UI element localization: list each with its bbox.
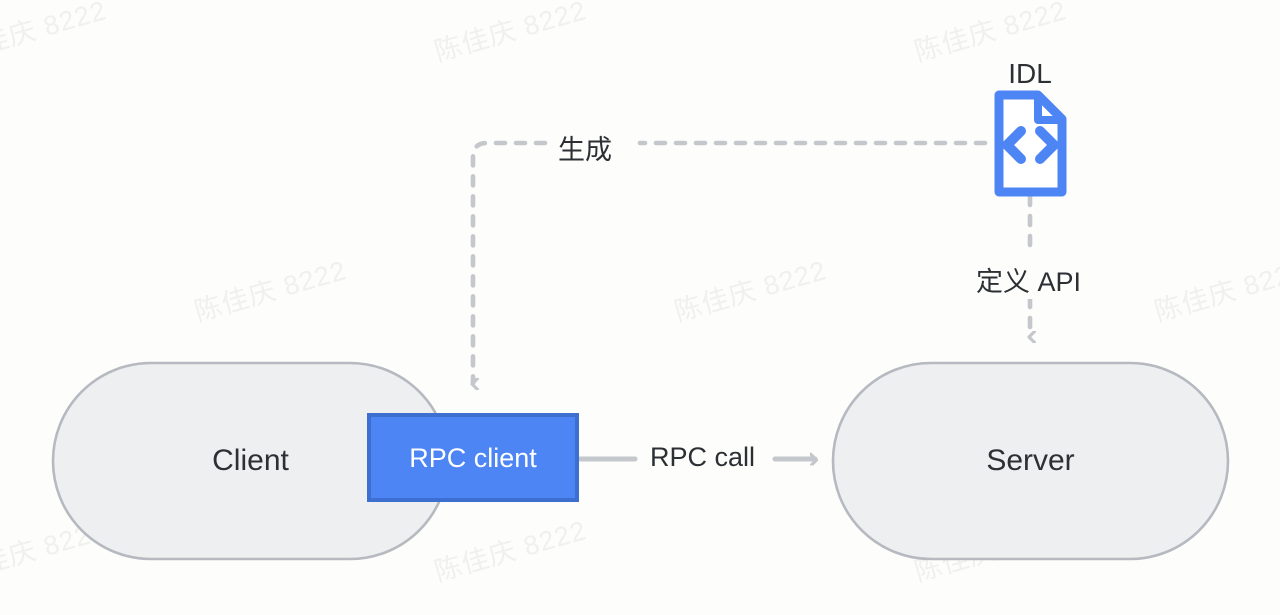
edge-label-generate: 生成 bbox=[550, 128, 620, 167]
node-server-label: Server bbox=[986, 444, 1075, 477]
edge-label-define-api: 定义 API bbox=[968, 260, 1090, 299]
code-file-icon[interactable] bbox=[994, 90, 1067, 197]
node-rpc-client-shape[interactable] bbox=[367, 413, 579, 502]
edge-label-rpc-call: RPC call bbox=[642, 442, 764, 473]
node-client-label: Client bbox=[212, 444, 289, 477]
edge-generate-elbow bbox=[473, 140, 548, 383]
node-rpc-client-label: RPC client bbox=[409, 443, 537, 473]
node-idl-label: IDL bbox=[1008, 58, 1052, 89]
node-server-shape[interactable] bbox=[831, 361, 1230, 561]
